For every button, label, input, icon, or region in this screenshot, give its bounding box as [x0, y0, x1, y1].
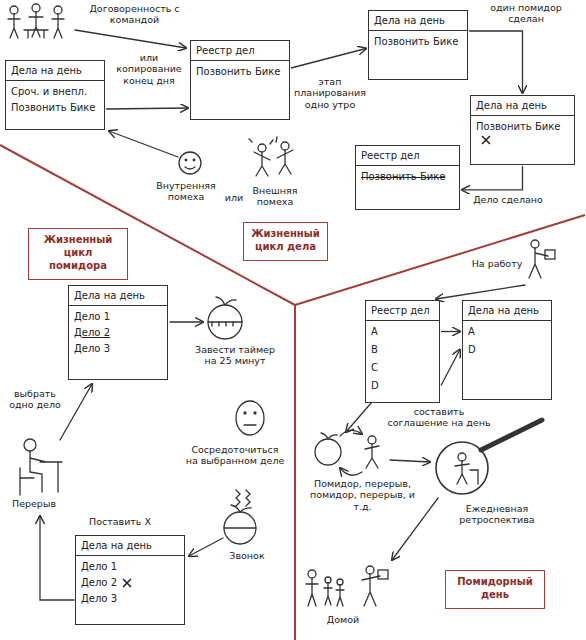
note-text: Поставить X	[89, 516, 151, 527]
task-item: Позвонить Бике	[374, 36, 458, 47]
task-item: Дело 3	[81, 593, 117, 604]
note-text: Завести таймер на 25 минут	[195, 344, 275, 366]
note-label: Внутренняя помеха	[150, 180, 222, 203]
note-text: Договоренность с командой	[89, 3, 179, 25]
card-heading: Дела на день	[374, 15, 445, 26]
note-text: Перерыв	[12, 498, 56, 509]
note-label: Договоренность с командой	[82, 3, 187, 26]
flow-arrow	[441, 331, 460, 332]
list-card: Дела на деньДело 1 Дело 2 Дело 3	[75, 535, 185, 625]
flow-arrow	[106, 108, 188, 109]
task-item: Позвонить Бике	[196, 66, 280, 77]
list-card: Дела на деньСроч. и внепл. Позвонить Бике	[5, 60, 105, 130]
note-label: Звонок	[222, 550, 272, 561]
note-label: Сосредоточиться на выбранном деле	[185, 444, 285, 467]
flow-arrow	[441, 350, 460, 386]
task-item: Позвонить Бике	[11, 102, 95, 113]
task-item: Дело 1	[74, 311, 110, 322]
task-item: Дело 1	[81, 561, 117, 572]
section-tag: Помидорный день	[445, 570, 545, 609]
edge-label: один помидор сделан	[472, 2, 580, 25]
done-cross	[122, 578, 132, 588]
note-label: составить соглашение на день	[384, 406, 494, 429]
task-item: Дело 2	[74, 327, 110, 338]
card-heading: Реестр дел	[196, 45, 255, 56]
done-cross	[481, 135, 491, 145]
card-heading: Реестр дел	[361, 150, 420, 161]
list-card: Реестр делПозвонить Бике	[190, 40, 290, 120]
flow-arrow	[291, 49, 366, 69]
edge-label: Дело сделано	[468, 194, 548, 205]
note-text: Домой	[327, 614, 359, 625]
note-text: Звонок	[229, 550, 264, 561]
edge-label-text: этап планирования одно утро	[294, 76, 366, 110]
divider-lines	[0, 145, 585, 640]
list-card: Дела на деньAD	[462, 300, 552, 400]
note-text: выбрать одно дело	[9, 388, 61, 410]
card-heading: Дела на день	[81, 540, 152, 551]
note-label: На работу	[468, 258, 526, 269]
note-text: На работу	[472, 258, 523, 269]
task-item: Позвонить Бике	[361, 171, 445, 182]
list-card: Дела на деньПозвонить Бике	[368, 10, 468, 80]
task-item: Позвонить Бике	[476, 121, 560, 132]
flow-arrow	[469, 31, 523, 93]
card-heading: Дела на день	[476, 100, 547, 111]
card-heading: Дела на день	[74, 290, 145, 301]
note-text: или	[225, 192, 243, 203]
section-tag: Жизненный цикл дела	[243, 222, 328, 261]
note-label: Помидор, перерыв, помидор, перерыв, и т.…	[300, 478, 425, 512]
edge-label-text: один помидор сделан	[490, 2, 562, 24]
task-item: D	[371, 380, 379, 391]
list-card: Реестр делABCD	[365, 300, 440, 403]
task-item: Дело 3	[74, 343, 110, 354]
section-title: Помидорный день	[457, 576, 532, 600]
section-title: Жизненный цикл дела	[251, 228, 320, 252]
card-heading: Реестр дел	[371, 305, 430, 316]
note-label: Перерыв	[6, 498, 62, 509]
note-text: Внутренняя помеха	[156, 180, 216, 202]
task-item: D	[468, 344, 476, 355]
note-label: выбрать одно дело	[4, 388, 66, 411]
note-text: Сосредоточиться на выбранном деле	[186, 444, 285, 466]
card-heading: Дела на день	[468, 305, 539, 316]
task-item: A	[468, 326, 475, 337]
task-item: B	[371, 344, 378, 355]
task-item: Сроч. и внепл.	[11, 86, 87, 97]
list-card: Дела на деньДело 1 Дело 2 Дело 3	[68, 285, 168, 380]
note-label: Поставить X	[75, 516, 165, 527]
note-label: Ежедневная ретроспектива	[447, 503, 547, 526]
task-item: A	[371, 326, 378, 337]
task-item: Дело 2	[81, 577, 117, 588]
note-text: составить соглашение на день	[388, 406, 491, 428]
list-card: Дела на деньПозвонить Бике	[470, 95, 575, 165]
note-text: Ежедневная ретроспектива	[459, 503, 534, 525]
task-item: C	[371, 362, 378, 373]
note-text: Внешняя помеха	[253, 185, 298, 207]
note-label: Домой	[318, 614, 368, 625]
note-label: или	[224, 192, 244, 203]
card-heading: Дела на день	[11, 65, 82, 76]
note-text: Помидор, перерыв, помидор, перерыв, и т.…	[310, 478, 415, 512]
edge-label: или копирование конец дня	[110, 52, 188, 86]
edge-label-text: или копирование конец дня	[116, 52, 181, 86]
section-title: Жизненный цикл помидора	[44, 234, 113, 271]
note-label: Завести таймер на 25 минут	[188, 344, 282, 367]
flow-arrow	[462, 166, 523, 190]
list-card: Реестр делПозвонить Бике	[355, 145, 460, 210]
note-label: Внешняя помеха	[245, 185, 305, 208]
edge-label: этап планирования одно утро	[294, 76, 366, 110]
section-tag: Жизненный цикл помидора	[28, 228, 128, 280]
edge-label-text: Дело сделано	[473, 194, 543, 205]
